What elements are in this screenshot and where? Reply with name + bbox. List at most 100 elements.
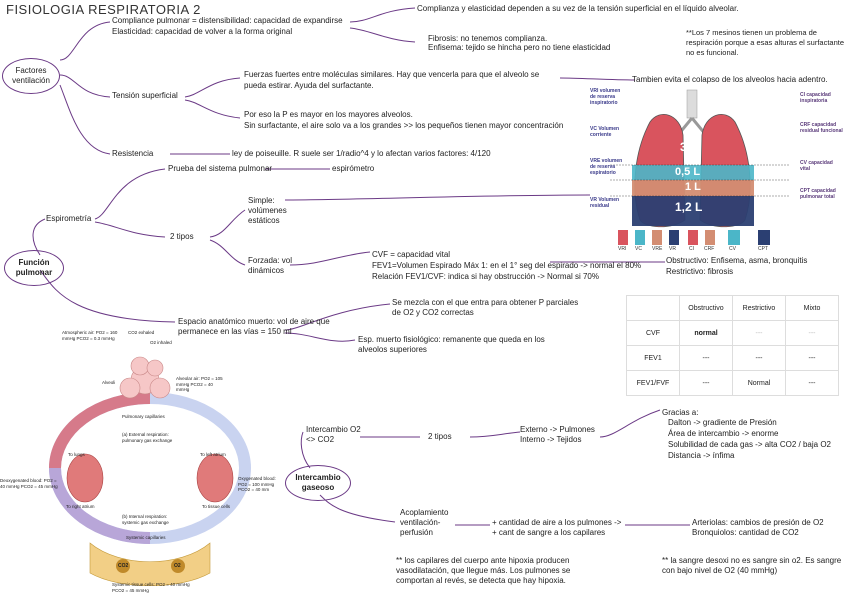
table-cell: --- <box>785 320 839 346</box>
bar-label-vre: VRE <box>652 246 663 252</box>
lung-label-crf: CRF capacidad residual funcional <box>800 122 843 134</box>
area-item: Área de intercambio -> enorme <box>668 429 779 438</box>
table-cell: --- <box>679 345 733 371</box>
table-header-cell <box>626 295 680 321</box>
espirometria-table: Obstructivo Restrictivo Mixto CVF normal… <box>626 295 839 396</box>
dalton-item: Dalton -> gradiente de Presión <box>668 418 777 427</box>
externo-pulmones: Externo -> Pulmones <box>520 425 595 434</box>
co2-tissue-label: CO2 <box>118 563 129 569</box>
gracias-label: Gracias a: <box>662 408 699 417</box>
bar-label-crf: CRF <box>704 246 715 252</box>
co2-exhaled-label: CO2 exhaled <box>128 330 155 335</box>
intercambio-dos-tipos: 2 tipos <box>428 432 452 441</box>
compliance-right: Complianza y elasticidad dependen a su v… <box>417 4 739 13</box>
capilares-note: ** los capilares del cuerpo ante hipoxia… <box>396 556 571 585</box>
fev1-text: FEV1=Volumen Espirado Máx 1: en el 1° se… <box>372 261 642 270</box>
lung-illustration <box>610 89 790 245</box>
tension-line-3: Por eso la P es mayor en los mayores alv… <box>244 110 413 119</box>
systemic-capillaries-label: Systemic capillaries <box>126 535 166 540</box>
lung-label-cv: CV capacidad vital <box>800 160 833 172</box>
table-header-row: Obstructivo Restrictivo Mixto <box>626 295 839 321</box>
bar-label-vri: VRI <box>618 246 627 252</box>
gas-exchange-diagram: Atmospheric air: PO2 = 160 mmHg PCO2 = 0… <box>0 328 285 598</box>
table-cell: --- <box>732 345 786 371</box>
node-funcion-label: Función pulmonar <box>15 258 53 277</box>
compliance-line-1: Compliance pulmonar = distensibilidad: c… <box>112 16 343 25</box>
fibrosis-text: Fibrosis: no tenemos complianza. <box>428 34 548 43</box>
to-lungs-label: To lungs <box>68 452 85 457</box>
external-respiration-label: (a) External respiration: pulmonary gas … <box>122 432 173 443</box>
dos-tipos-label: 2 tipos <box>170 232 194 241</box>
circulation-illustration <box>49 356 251 587</box>
table-header-cell: Restrictivo <box>732 295 786 321</box>
tension-label: Tensión superficial <box>112 91 178 100</box>
bar-label-vc: VC <box>635 246 642 252</box>
resistencia-label: Resistencia <box>112 149 154 158</box>
tension-line-2: pueda estirar. Ayuda del surfactante. <box>244 81 374 90</box>
bar-label-cv: CV <box>729 246 736 252</box>
espacio-mezcla: Se mezcla con el que entra para obtener … <box>392 298 579 317</box>
aire-text: + cantidad de aire a los pulmones -> <box>492 518 622 527</box>
solubilidad-item: Solubilidad de cada gas -> alta CO2 / ba… <box>668 440 831 449</box>
node-factores-ventilacion: Factores ventilación <box>2 58 60 94</box>
o2-inhaled-label: O2 inhaled <box>150 340 172 345</box>
oxygenated-blood-label: Oxygenated blood: PO2 = 100 mmHg PCO2 = … <box>238 476 276 492</box>
table-cell: --- <box>679 370 733 396</box>
restrictivo-text: Restrictivo: fibrosis <box>666 267 734 276</box>
table-row: CVF normal --- --- <box>626 320 839 346</box>
table-cell: --- <box>785 370 839 396</box>
o2-tissue-label: O2 <box>174 563 181 569</box>
to-right-atrium-label: To right atrium <box>66 504 95 509</box>
table-cell: CVF <box>626 320 680 346</box>
enfisema-text: Enfisema: tejido se hincha pero no tiene… <box>428 43 611 52</box>
lung-volume-vre: 1 L <box>685 181 701 193</box>
lung-volume-vri: 3 L <box>680 140 698 154</box>
to-tissue-cells-label: To tissue cells <box>202 504 231 509</box>
espirometro-label: espirómetro <box>332 164 375 173</box>
page-title: FISIOLOGIA RESPIRATORIA 2 <box>6 2 201 17</box>
bar-label-ci: CI <box>689 246 694 252</box>
table-cell: --- <box>785 345 839 371</box>
tension-line-4: Sin surfactante, el aire solo va a los g… <box>244 121 564 130</box>
alveolar-air-label: Alveolar air: PO2 = 105 mmHg PCO2 = 40 m… <box>176 376 223 392</box>
interno-tejidos: Interno -> Tejidos <box>520 435 582 444</box>
atmos-air-label: Atmospheric air: PO2 = 160 mmHg PCO2 = 0… <box>62 330 118 341</box>
table-row: FEV1 --- --- --- <box>626 345 839 371</box>
acoplamiento-label: Acoplamiento ventilación-perfusión <box>400 508 449 537</box>
bar-label-cpt: CPT <box>758 246 768 252</box>
node-funcion-pulmonar: Función pulmonar <box>4 250 64 286</box>
node-factores-label: Factores ventilación <box>12 66 50 85</box>
note-7-mesinos: **Los 7 mesinos tienen un problema de re… <box>686 28 845 57</box>
prueba-label: Prueba del sistema pulmonar <box>168 164 273 173</box>
deoxygenated-blood-label: Deoxygenated blood: PO2 = 40 mmHg PCO2 =… <box>0 478 58 489</box>
lung-label-cpt: CPT capacidad pulmonar total <box>800 188 836 200</box>
table-cell: Normal <box>732 370 786 396</box>
resistencia-text: ley de poiseuille. R suele ser 1/radio^4… <box>232 149 491 158</box>
to-left-atrium-label: To left atrium <box>200 452 226 457</box>
table-header-cell: Mixto <box>785 295 839 321</box>
bar-label-vr: VR <box>669 246 676 252</box>
pulmonary-capillaries-label: Pulmonary capillaries <box>122 414 165 419</box>
lung-volume-vr: 1,2 L <box>675 200 703 214</box>
lung-label-vr: VR Volumen residual <box>590 197 620 209</box>
arteriolas-text: Arteriolas: cambios de presión de O2 <box>692 518 824 527</box>
table-cell: FEV1/FVF <box>626 370 680 396</box>
lung-label-ci: CI capacidad inspiratoria <box>800 92 831 104</box>
internal-respiration-label: (b) Internal respiration: systemic gas e… <box>122 514 169 525</box>
table-cell: --- <box>732 320 786 346</box>
bronquiolos-text: Bronquiolos: cantidad de CO2 <box>692 528 799 537</box>
sangre-text: + cant de sangre a los capilares <box>492 528 606 537</box>
compliance-line-2: Elasticidad: capacidad de volver a la fo… <box>112 27 293 36</box>
node-intercambio-label: Intercambio gaseoso <box>295 473 341 492</box>
tension-line-1: Fuerzas fuertes entre moléculas similare… <box>244 70 540 79</box>
lung-label-vre: VRE volumen de reserva espiratorio <box>590 158 623 176</box>
lung-label-vc: VC Volumen corriente <box>590 126 620 138</box>
table-header-cell: Obstructivo <box>679 295 733 321</box>
systemic-tissue-cells-label: Systemic tissue cells: PO2 = 40 mmHg PCO… <box>112 582 190 593</box>
cvf-text: CVF = capacidad vital <box>372 250 451 259</box>
relacion-text: Relación FEV1/CVF: indica si hay obstruc… <box>372 272 599 281</box>
colapso-text: Tambien evita el colapso de los alveolos… <box>632 75 828 84</box>
lung-diagram: 3 L 0,5 L 1 L 1,2 L VRI volumen de reser… <box>590 80 846 255</box>
table-row: FEV1/FVF --- Normal --- <box>626 370 839 396</box>
